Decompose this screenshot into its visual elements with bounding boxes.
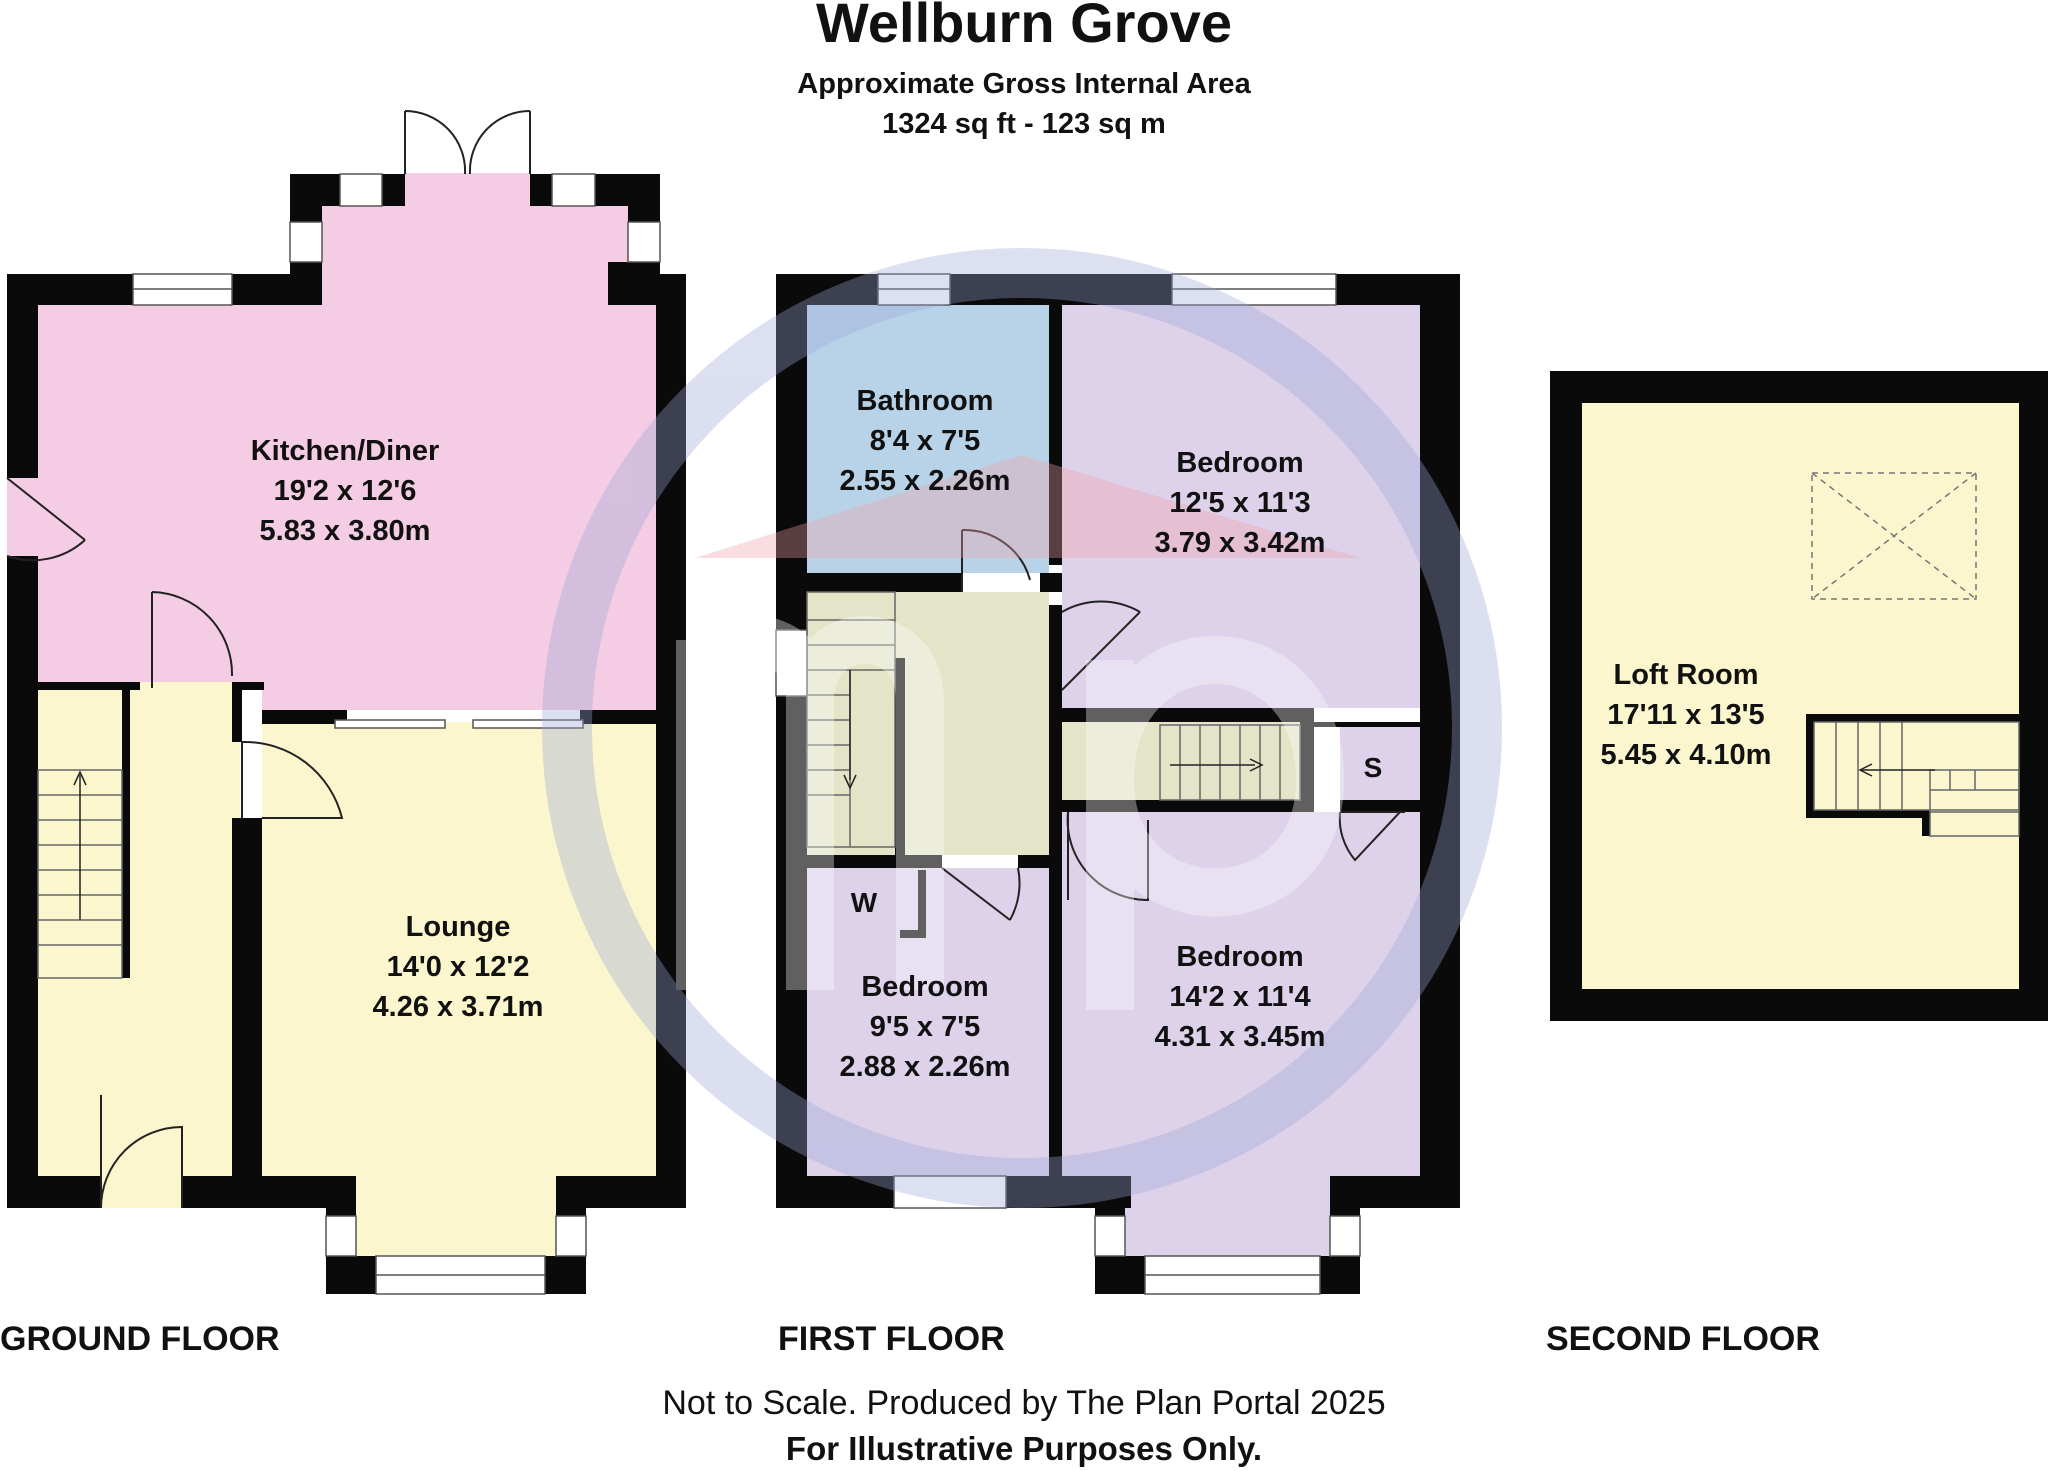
room-name: Loft Room bbox=[1614, 659, 1759, 691]
room-name: Lounge bbox=[406, 911, 511, 943]
ground-floor-stairs bbox=[37, 769, 123, 979]
ground-floor bbox=[6, 109, 686, 1295]
room-size-imperial: 19'2 x 12'6 bbox=[274, 475, 417, 507]
room-size-imperial: 9'5 x 7'5 bbox=[870, 1011, 981, 1043]
first-floor: W S bbox=[775, 273, 1460, 1295]
loft-stairs bbox=[1806, 714, 2020, 837]
room-size-metric: 2.55 x 2.26m bbox=[840, 465, 1011, 497]
room-size-imperial: 12'5 x 11'3 bbox=[1169, 487, 1310, 519]
floor-label-first: FIRST FLOOR bbox=[778, 1320, 1005, 1358]
plan-area: 1324 sq ft - 123 sq m bbox=[882, 108, 1166, 140]
floor-labels: GROUND FLOOR FIRST FLOOR SECOND FLOOR bbox=[0, 1320, 1820, 1358]
room-size-metric: 3.79 x 3.42m bbox=[1155, 527, 1326, 559]
room-name: Bedroom bbox=[1176, 447, 1303, 479]
kitchen-diner-fill bbox=[38, 173, 656, 710]
room-name: Bedroom bbox=[861, 971, 988, 1003]
lounge-fill bbox=[262, 722, 656, 1258]
room-size-metric: 2.88 x 2.26m bbox=[840, 1051, 1011, 1083]
footer-disclaimer: For Illustrative Purposes Only. bbox=[786, 1430, 1262, 1467]
ground-floor-doors bbox=[6, 109, 531, 1209]
bathroom-fill bbox=[807, 305, 1049, 573]
floor-label-ground: GROUND FLOOR bbox=[0, 1320, 280, 1358]
room-size-metric: 5.83 x 3.80m bbox=[260, 515, 431, 547]
storage-marker: S bbox=[1364, 752, 1383, 783]
room-name: Bedroom bbox=[1176, 941, 1303, 973]
room-name: Bathroom bbox=[857, 385, 994, 417]
room-size-metric: 5.45 x 4.10m bbox=[1601, 739, 1772, 771]
plan-subtitle: Approximate Gross Internal Area bbox=[797, 68, 1251, 100]
room-size-metric: 4.26 x 3.71m bbox=[373, 991, 544, 1023]
room-name: Kitchen/Diner bbox=[251, 435, 440, 467]
skylight bbox=[1811, 472, 1977, 600]
first-floor-walls bbox=[776, 274, 1460, 1294]
mp-watermark-logo bbox=[542, 248, 1502, 1208]
first-floor-windows bbox=[775, 273, 1361, 1295]
bedroom-front-right-fill bbox=[1062, 305, 1420, 708]
room-size-metric: 4.31 x 3.45m bbox=[1155, 1021, 1326, 1053]
footer-note: Not to Scale. Produced by The Plan Porta… bbox=[662, 1384, 1385, 1422]
ground-floor-walls bbox=[7, 174, 686, 1294]
room-labels: Kitchen/Diner 19'2 x 12'6 5.83 x 3.80m L… bbox=[251, 385, 1772, 1083]
wardrobe-marker: W bbox=[851, 887, 878, 918]
first-floor-doors bbox=[941, 528, 1405, 921]
room-size-imperial: 14'0 x 12'2 bbox=[387, 951, 530, 983]
room-size-imperial: 14'2 x 11'4 bbox=[1169, 981, 1310, 1013]
hall-fill bbox=[38, 682, 240, 1208]
room-size-imperial: 8'4 x 7'5 bbox=[870, 425, 981, 457]
room-size-imperial: 17'11 x 13'5 bbox=[1607, 699, 1764, 731]
floor-label-second: SECOND FLOOR bbox=[1546, 1320, 1820, 1358]
second-floor bbox=[1550, 371, 2048, 1021]
bedroom-rear-right-fill bbox=[1062, 722, 1420, 1258]
ground-floor-windows bbox=[132, 173, 661, 1295]
first-floor-stairs bbox=[806, 591, 1301, 848]
plan-title: Wellburn Grove bbox=[816, 0, 1232, 54]
